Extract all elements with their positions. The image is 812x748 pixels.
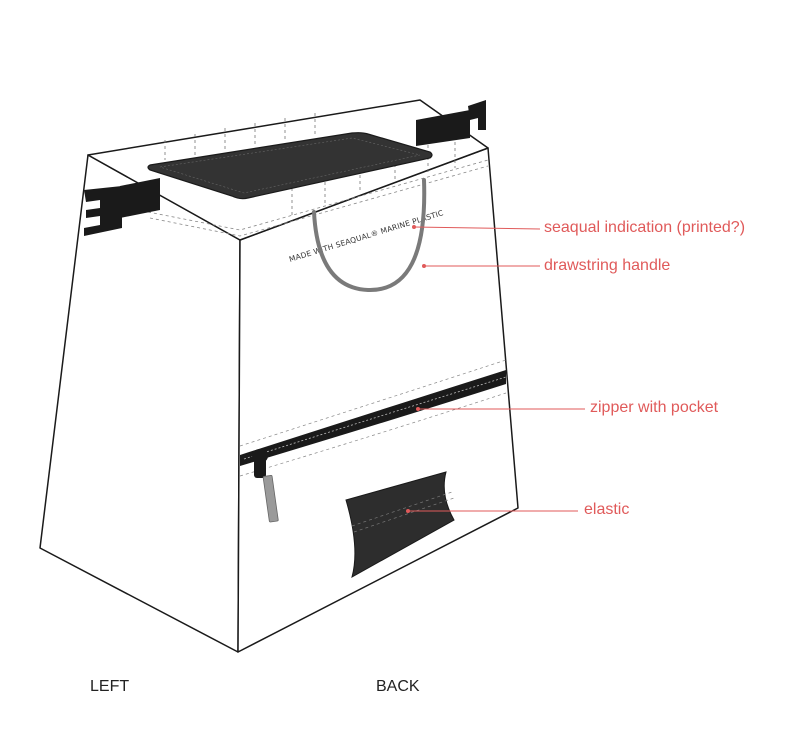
annotation-elastic-label: elastic: [584, 501, 630, 518]
view-label-left: LEFT: [90, 678, 130, 695]
bag-opening-stitch: [159, 137, 421, 194]
rim-stitching: [164, 113, 456, 218]
zipper-stitch-lower: [239, 392, 507, 477]
zipper-tape: [240, 370, 506, 466]
left-buckle-strap: [84, 178, 160, 236]
view-label-back: BACK: [376, 678, 420, 695]
zipper-teeth: [243, 376, 507, 460]
drawstring-handle: [312, 178, 427, 293]
elastic-band: [345, 471, 455, 579]
annotation-dots: [406, 225, 426, 513]
annotation-seaqual-label: seaqual indication (printed?): [544, 219, 746, 236]
annotation-handle-label: drawstring handle: [544, 257, 671, 274]
bag-opening-interior: [147, 132, 433, 200]
zipper-pull: [252, 449, 279, 523]
zipper-stitch-upper: [239, 359, 507, 447]
annotation-zipper-label: zipper with pocket: [590, 399, 719, 416]
right-buckle-strap: [416, 100, 486, 146]
annotation-leaders: [408, 226, 585, 512]
rim-hem-stitch: [147, 159, 489, 237]
bag-left-panel: [39, 154, 241, 653]
